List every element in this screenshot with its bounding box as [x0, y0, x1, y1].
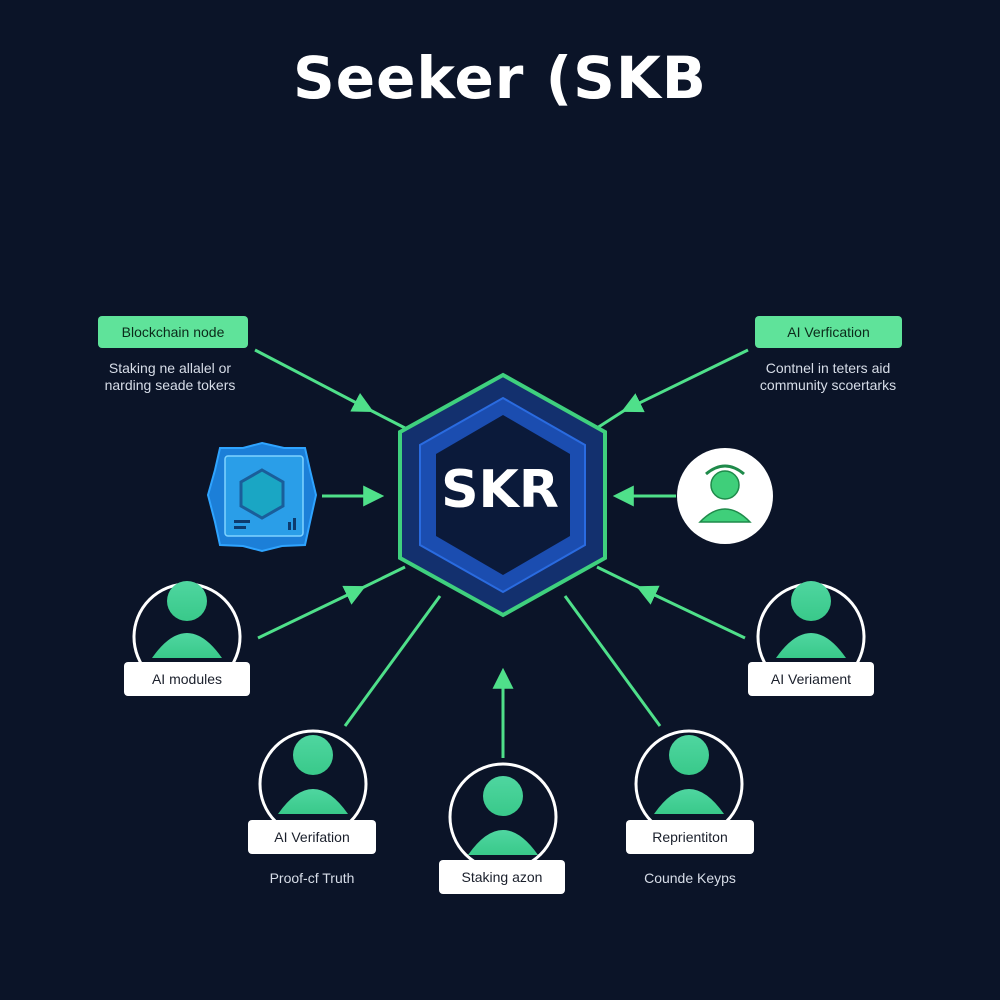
- edge-left-node-inner: [361, 565, 406, 590]
- edge-right-node: [636, 585, 746, 640]
- top-right-tag: AI Verfication: [755, 316, 902, 348]
- node-bottom-left-avatar: [258, 729, 368, 839]
- edge-top-right: [621, 348, 749, 413]
- node-bottom-right-avatar: [634, 729, 744, 839]
- person-avatar-icon: [677, 448, 773, 544]
- node-right-avatar: [756, 581, 866, 692]
- top-left-desc-line2: narding seade tokers: [104, 377, 236, 393]
- skr-hexagon: [398, 372, 607, 618]
- chip-icon: [206, 441, 318, 553]
- node-bottom-left-caption: Proof-cf Truth: [269, 870, 355, 886]
- top-left-tag: Blockchain node: [98, 316, 248, 348]
- top-right-desc-line1: Contnel in teters aid: [765, 360, 891, 376]
- top-right-description: Contnel in teters aid community scoertar…: [728, 360, 928, 394]
- edge-right-node-inner: [596, 565, 641, 590]
- edge-bottom-right-node: [563, 595, 662, 727]
- top-left-description: Staking ne allalel or narding seade toke…: [70, 360, 270, 394]
- top-right-desc-line2: community scoertarks: [759, 377, 897, 393]
- page-title: Seeker (SKB: [292, 44, 708, 112]
- node-left-label: AI modules: [124, 662, 250, 696]
- node-right-label: AI Veriament: [748, 662, 874, 696]
- edge-top-right-inner: [596, 408, 626, 430]
- top-left-desc-line1: Staking ne allalel or: [108, 360, 232, 376]
- node-bottom-right-caption: Counde Keyps: [644, 870, 736, 886]
- edge-left-node: [257, 585, 366, 640]
- node-bottom-right-label: Reprientiton: [626, 820, 754, 854]
- center-node-label: SKR: [441, 460, 559, 520]
- edge-top-left: [254, 348, 374, 412]
- node-bottom-center-label: Staking azon: [439, 860, 565, 894]
- edge-bottom-left-node: [343, 595, 442, 727]
- edge-top-left-inner: [369, 408, 406, 430]
- node-bottom-center-avatar: [448, 762, 558, 872]
- node-bottom-left-label: AI Verifation: [248, 820, 376, 854]
